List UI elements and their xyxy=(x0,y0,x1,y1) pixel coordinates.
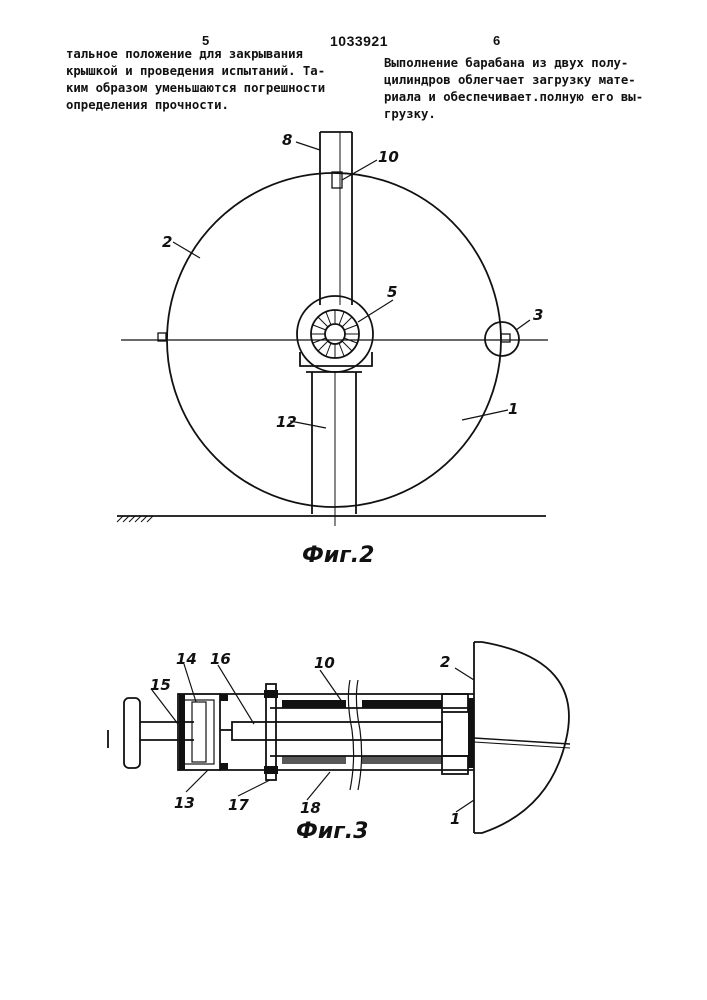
label-10: 10 xyxy=(314,654,335,672)
label-2: 2 xyxy=(440,653,450,671)
lock-circle xyxy=(485,322,519,356)
label-3: 3 xyxy=(533,306,543,324)
ground-hatching xyxy=(117,516,153,522)
label-8: 8 xyxy=(282,131,292,149)
hub-spokes xyxy=(311,310,359,358)
label-1: 1 xyxy=(450,810,460,828)
hub-circle xyxy=(297,296,373,372)
label-13: 13 xyxy=(174,794,195,812)
fig2-caption: Фиг.2 xyxy=(302,543,374,568)
label-16: 16 xyxy=(210,650,231,668)
label-12: 12 xyxy=(276,413,297,431)
label-1: 1 xyxy=(508,400,518,418)
label-14: 14 xyxy=(176,650,197,668)
label-18: 18 xyxy=(300,799,321,817)
label-5: 5 xyxy=(387,283,397,301)
label-2: 2 xyxy=(162,233,172,251)
label-10: 10 xyxy=(378,148,399,166)
drum-shell xyxy=(474,642,569,833)
label-17: 17 xyxy=(228,796,249,814)
fig3-caption: Фиг.3 xyxy=(296,819,368,844)
label-15: 15 xyxy=(150,676,171,694)
